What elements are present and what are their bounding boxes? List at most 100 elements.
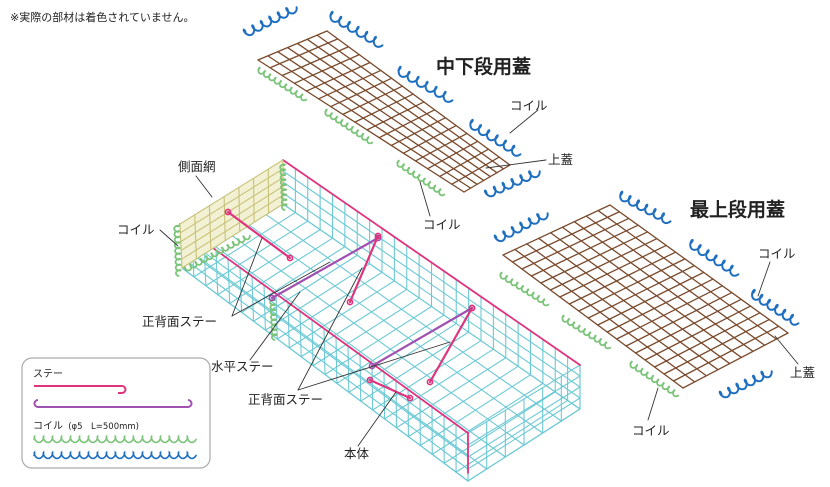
top-lid-grid-u-line [526, 243, 707, 377]
body-bottom-v-line [395, 357, 507, 429]
coil-blue [242, 6, 298, 37]
top-lid-grid-v-line [663, 318, 770, 375]
middle-lower-lid-grid-v-line [439, 148, 490, 178]
coil-green [324, 108, 374, 145]
middle-lower-lid-mesh [257, 30, 511, 193]
label-coil-bottom-right: コイル [632, 423, 670, 438]
side-net-grid-v-line [180, 185, 284, 251]
horizontal-stay-hook [268, 294, 276, 302]
leader-upper-lid-b [774, 335, 799, 365]
legend-stay-pink-mark [34, 385, 127, 394]
front-back-stay [428, 306, 474, 384]
body-bottom-v-line [324, 305, 433, 376]
legend-coil-prefix: コイル [33, 421, 63, 432]
side-net-grid-v-line [179, 168, 284, 234]
top-lid-grid-v-line [634, 298, 742, 354]
top-lid-grid-u-line [549, 232, 731, 365]
legend-stay-label: ステー [33, 369, 63, 380]
top-lid-grid-v-line [616, 285, 724, 340]
middle-lower-lid-grid-v-line [257, 30, 328, 61]
middle-lower-lid-grid-v-line [451, 156, 500, 185]
note-text: ※実際の部材は着色されていません。 [10, 10, 195, 24]
top-lid-grid-v-line [502, 204, 611, 256]
top-lid-grid-u-line [538, 237, 719, 371]
leader-front-back-stay-2b [297, 341, 451, 391]
body-bottom-v-line [419, 374, 532, 447]
coils [173, 6, 800, 399]
coil-green [279, 163, 288, 211]
front-back-stay-hook [224, 208, 232, 216]
body-bottom-v-line [288, 280, 395, 349]
label-coil-a: コイル [510, 98, 548, 113]
side-net-grid-v-line [179, 159, 284, 225]
body-right-wall-v-line [467, 408, 581, 482]
top-lid-grid-v-line [568, 251, 677, 305]
top-lid-grid-u-line [502, 254, 684, 389]
top-lid-grid-v-line [597, 271, 705, 326]
middle-lower-lid-grid-v-line [402, 124, 457, 154]
top-lid-title: 最上段用蓋 [690, 198, 785, 221]
coil-blue [493, 212, 549, 243]
front-back-stay-hook [406, 394, 414, 402]
label-upper-lid-b: 上蓋 [790, 365, 815, 380]
coil-green [183, 234, 251, 272]
middle-lower-lid-grid-v-line [330, 77, 393, 108]
legend-marks [33, 385, 197, 460]
top-lid-grid-v-line [587, 264, 695, 319]
leader-front-back-stay-1b [231, 261, 331, 317]
front-back-stay-hook [366, 376, 374, 384]
horizontal-stay [270, 236, 380, 300]
label-coil-top-right: コイル [758, 246, 796, 261]
body-front-wall-v-line [180, 256, 469, 470]
front-back-stay-hook [346, 298, 354, 306]
coil-blue [397, 65, 454, 103]
top-lid-grid-v-line [653, 312, 761, 368]
coil-blue [619, 190, 672, 225]
coil-green [269, 298, 278, 341]
coil-green [499, 271, 550, 307]
middle-lower-lid-grid-u-line [306, 38, 498, 174]
label-horizontal-stay: 水平ステー [211, 359, 274, 374]
side-net-grid-u-line [179, 223, 183, 269]
body-rim-front [179, 223, 469, 434]
body-bottom-v-line [229, 237, 334, 305]
top-lid-grid-v-line [549, 238, 658, 291]
body-back-wall-v-line [282, 181, 581, 388]
leader-lines [159, 109, 799, 447]
middle-lower-lid-grid-v-line [317, 69, 382, 100]
body-bottom-v-line [264, 263, 371, 331]
middle-lower-lid-grid-v-line [305, 61, 371, 92]
body-right-wall-v-line [467, 364, 581, 434]
top-lid-grid-v-line [682, 332, 789, 389]
leader-front-back-stay-2a [297, 267, 363, 391]
middle-lower-lid-grid-v-line [366, 101, 425, 131]
leader-coil-top-right [757, 261, 771, 297]
side-net-grid-u-line [208, 205, 212, 251]
body-bottom-v-line [455, 399, 569, 473]
body-bottom-v-line [407, 365, 519, 438]
leader-front-back-stay-1a [231, 237, 263, 317]
label-body: 本体 [344, 446, 370, 461]
top-lid-grid-v-line [672, 325, 780, 382]
middle-lower-lid-grid-v-line [281, 46, 350, 77]
coil-blue [469, 118, 522, 157]
top-lid-grid-v-line [530, 224, 639, 277]
body-bottom-v-line [431, 382, 544, 455]
legend-coil-green-mark [33, 434, 197, 444]
middle-lower-lid-grid-v-line [463, 164, 511, 193]
body-bottom-v-line [443, 391, 556, 464]
middle-lower-lid-grid-u-line [296, 42, 491, 178]
side-net-grid-u-line [238, 186, 241, 232]
body-front-wall-v-line [180, 245, 469, 458]
body-bottom-v-line [217, 229, 321, 296]
side-net-grid-u-line [223, 196, 226, 242]
body-bottom-v-line [312, 297, 420, 367]
coil-green [396, 159, 446, 197]
label-front-back-stay-1: 正背面ステー [142, 314, 217, 329]
middle-lower-lid-grid-v-line [293, 53, 360, 84]
legend-stay-purple-mark [33, 399, 193, 408]
middle-lower-lid-grid-v-line [378, 109, 436, 139]
top-lid-grid-v-line [521, 217, 630, 270]
leader-side-net [195, 175, 213, 198]
